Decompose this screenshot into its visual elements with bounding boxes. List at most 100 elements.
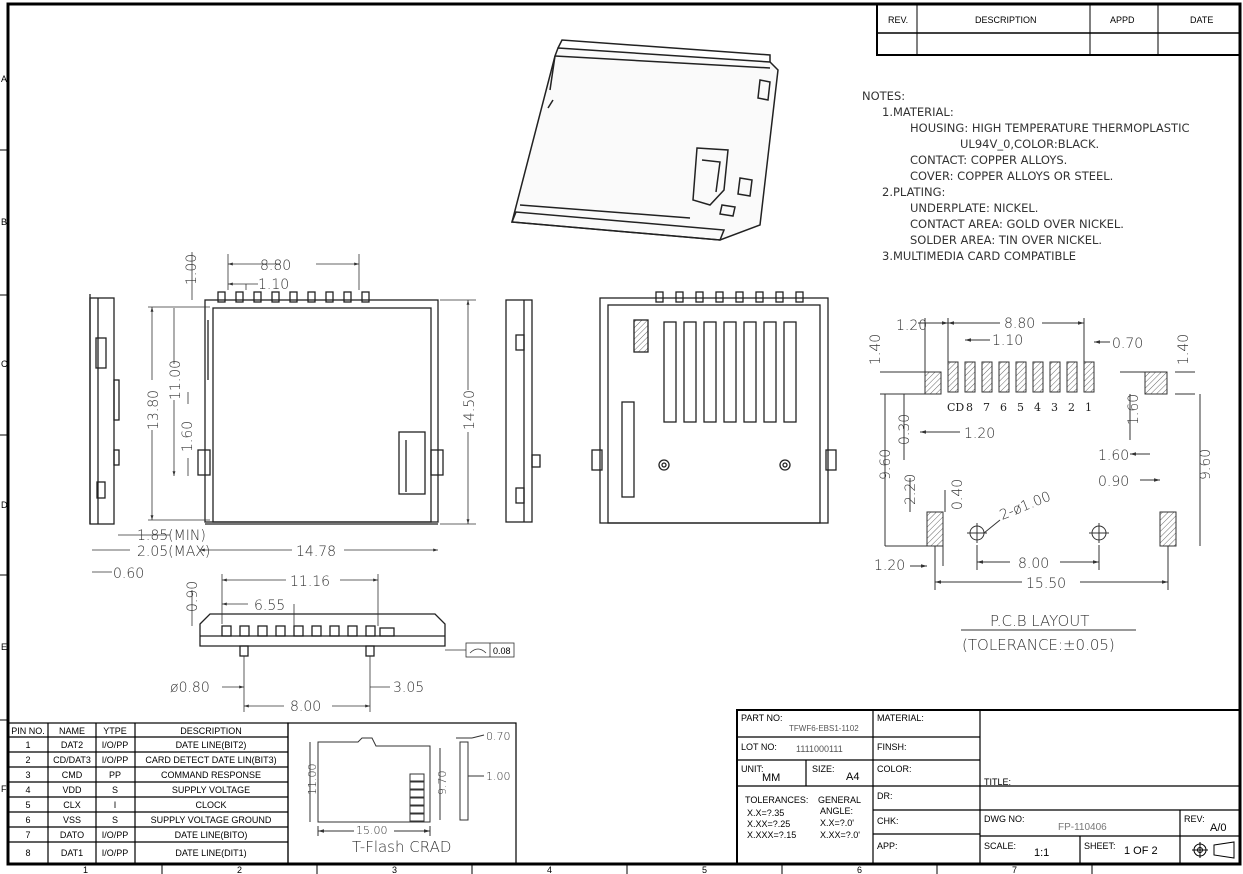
- table-row-4-type: S: [112, 785, 118, 795]
- pcb-dim-1-20-top: 1.20: [896, 318, 927, 334]
- sheet-label: SHEET:: [1084, 841, 1116, 851]
- bottom-view-dim-labels: 11.16 6.55 0.90 ø0.80 8.00 3.05 0.08: [170, 574, 511, 715]
- pcb-dim-9-60-right: 9.60: [1198, 449, 1214, 480]
- note-2-solder-area: SOLDER AREA: TIN OVER NICKEL.: [910, 233, 1102, 247]
- zone-row-e: E: [1, 642, 7, 652]
- pcb-pin-7: 7: [983, 401, 990, 414]
- table-row-3-desc: COMMAND RESPONSE: [161, 770, 261, 780]
- dim-0-90: 0.90: [185, 581, 201, 612]
- pcb-dim-1-10: 1.10: [992, 333, 1023, 349]
- notes-block: NOTES: 1.MATERIAL: HOUSING: HIGH TEMPERA…: [862, 89, 1190, 263]
- name-col-header: NAME: [59, 726, 85, 736]
- pcb-dim-15-50: 15.50: [1026, 576, 1066, 592]
- description-col-header: DESCRIPTION: [180, 726, 242, 736]
- tolerance-1: X.X=?.35: [747, 808, 784, 818]
- pcb-pin-2: 2: [1068, 401, 1075, 414]
- table-row-5-name: CLX: [63, 800, 81, 810]
- dim-1-00: 1.00: [184, 254, 200, 285]
- table-row-3-name: CMD: [62, 770, 83, 780]
- pcb-dim-0-30: 0.30: [897, 414, 913, 445]
- back-view: [591, 291, 837, 524]
- card-dim-0-70: 0.70: [486, 730, 511, 743]
- table-row-8-name: DAT1: [61, 848, 83, 858]
- angle-2: X.XX=?.0': [820, 830, 860, 840]
- dwg-no-label: DWG NO:: [984, 814, 1025, 824]
- left-side-view: [89, 294, 120, 525]
- zone-col-1: 1: [83, 865, 88, 874]
- pcb-dim-0-70: 0.70: [1112, 336, 1143, 352]
- pcb-dim-9-60-left: 9.60: [878, 449, 894, 480]
- table-row-2-pin: 2: [25, 755, 30, 765]
- card-dim-9-70: 9.70: [436, 771, 449, 796]
- dim-2-05-max: 2.05(MAX): [137, 544, 210, 560]
- pcb-dim-1-40-right: 1.40: [1176, 334, 1192, 365]
- lot-no-label: LOT NO:: [741, 742, 777, 752]
- zone-col-6: 6: [857, 865, 862, 874]
- dim-14-50: 14.50: [462, 390, 478, 430]
- dim-11-16: 11.16: [290, 574, 330, 590]
- pcb-pin-cd: CD: [947, 401, 964, 414]
- pcb-dim-1-40-left: 1.40: [868, 334, 884, 365]
- dim-14-78: 14.78: [296, 544, 336, 560]
- table-row-2-name: CD/DAT3: [53, 755, 91, 765]
- table-row-7-pin: 7: [25, 830, 30, 840]
- zone-col-2: 2: [237, 865, 242, 874]
- size-label: SIZE:: [812, 764, 835, 774]
- sheet-value: 1 OF 2: [1124, 845, 1158, 857]
- pcb-pin-6: 6: [1000, 401, 1007, 414]
- pcb-pin-4: 4: [1034, 401, 1041, 414]
- title-label: TITLE:: [984, 777, 1011, 787]
- note-2-contact-area: CONTACT AREA: GOLD OVER NICKEL.: [910, 217, 1124, 231]
- projection-symbol-icon: [1192, 841, 1235, 859]
- dim-0-60: 0.60: [113, 566, 144, 582]
- table-row-8-type: I/O/PP: [102, 848, 129, 858]
- table-row-6-desc: SUPPLY VOLTAGE GROUND: [151, 815, 272, 825]
- table-row-3-pin: 3: [25, 770, 30, 780]
- dim-8-00: 8.00: [290, 699, 321, 715]
- tolerance-2: X.XX=?.25: [747, 819, 790, 829]
- pcb-dim-1-20-bottom: 1.20: [874, 558, 905, 574]
- unit-value: MM: [762, 772, 780, 784]
- angle-label: ANGLE:: [820, 806, 853, 816]
- front-view-dim-labels: 8.80 1.10 1.00 13.80 11.00 1.60 14.50 1.…: [113, 254, 478, 582]
- pin-table: PIN NO. NAME YTPE DESCRIPTION 1 DAT2 I/O…: [7, 722, 289, 865]
- table-row-1-type: I/O/PP: [102, 740, 129, 750]
- dim-11-00: 11.00: [168, 360, 184, 400]
- zone-row-c: C: [1, 359, 8, 369]
- pcb-dim-2-dia-1-00: 2-ø1.00: [998, 489, 1054, 524]
- dwg-no-value: FP-110406: [1058, 822, 1107, 833]
- table-row-2-desc: CARD DETECT DATE LIN(BIT3): [145, 755, 276, 765]
- finish-label: FINSH:: [877, 742, 907, 752]
- pcb-layout: [880, 318, 1201, 631]
- dim-13-80: 13.80: [146, 390, 162, 430]
- pcb-layout-title: P.C.B LAYOUT: [990, 612, 1089, 630]
- color-label: COLOR:: [877, 764, 912, 774]
- zone-col-3: 3: [392, 865, 397, 874]
- part-no-value: TFWF6-EBS1-1102: [789, 724, 859, 733]
- dim-8-80: 8.80: [260, 258, 291, 274]
- note-1: 1.MATERIAL:: [882, 105, 954, 119]
- table-row-5-type: I: [114, 800, 117, 810]
- lot-no-value: 1111000111: [796, 744, 843, 754]
- front-view-dimensions: [92, 252, 476, 573]
- bottom-view-dimensions: [191, 574, 515, 712]
- note-2: 2.PLATING:: [882, 185, 945, 199]
- angle-1: X.X=?.0': [820, 818, 854, 828]
- isometric-view: [510, 39, 779, 241]
- rev-label: REV:: [1184, 814, 1205, 824]
- material-label: MATERIAL:: [877, 713, 924, 723]
- note-1-cover: COVER: COPPER ALLOYS OR STEEL.: [910, 169, 1113, 183]
- zone-row-b: B: [1, 217, 7, 227]
- note-3: 3.MULTIMEDIA CARD COMPATIBLE: [882, 249, 1076, 263]
- general-label: GENERAL: [818, 795, 861, 805]
- bottom-view: [199, 613, 446, 657]
- card-dim-15-00: 15.00: [356, 824, 388, 837]
- pcb-dim-2-20: 2.20: [903, 474, 919, 505]
- zone-row-f: F: [1, 784, 7, 794]
- app-label: APP:: [877, 841, 898, 851]
- table-row-3-type: PP: [109, 770, 121, 780]
- pcb-dim-8-00: 8.00: [1018, 556, 1049, 572]
- type-col-header: YTPE: [103, 726, 127, 736]
- table-row-4-pin: 4: [25, 785, 30, 795]
- table-row-4-desc: SUPPLY VOLTAGE: [172, 785, 250, 795]
